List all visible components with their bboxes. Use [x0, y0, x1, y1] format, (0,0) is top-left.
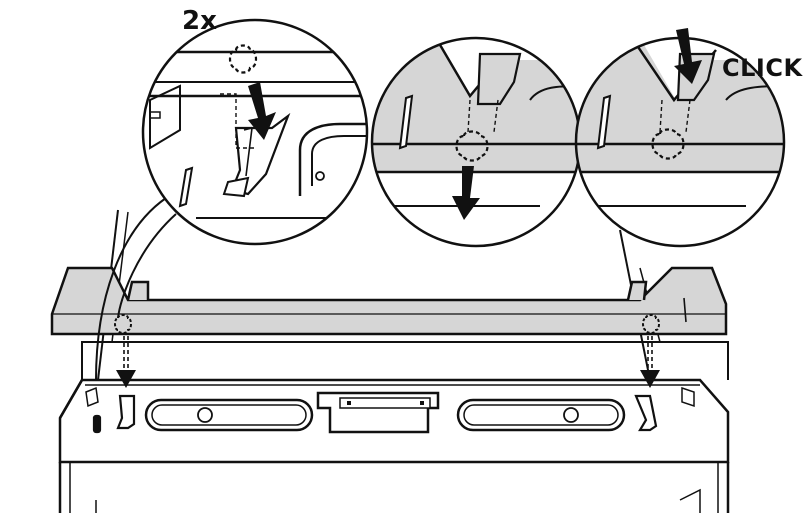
- dashed-clip-icon: [455, 130, 489, 162]
- down-arrow-icon: [248, 82, 276, 140]
- top-rail: [50, 266, 728, 336]
- detail-circle-2: [370, 36, 582, 248]
- down-arrow-icon: [116, 370, 136, 388]
- down-arrow-icon: [640, 370, 660, 388]
- quantity-label: 2x: [182, 6, 217, 36]
- guide-left: [123, 336, 129, 372]
- cabinet-slot-left: [85, 386, 136, 434]
- callout-leader: [95, 197, 177, 381]
- rail-clip-right: [642, 314, 660, 334]
- cabinet-slot-right: [634, 386, 695, 432]
- click-label: CLICK: [722, 54, 803, 82]
- rail-clip-left: [114, 314, 132, 334]
- dashed-clip-icon: [228, 44, 258, 74]
- cabinet-handle-left: [144, 398, 314, 432]
- detail-circle-1: [141, 18, 369, 246]
- frame-uprights: [97, 209, 661, 381]
- cabinet-center-plate: [316, 391, 440, 434]
- down-arrow-icon: [674, 28, 702, 84]
- cabinet-handle-right: [456, 398, 626, 432]
- detail-circle-3: [574, 28, 786, 248]
- guide-right: [647, 336, 653, 372]
- down-arrow-icon: [452, 166, 480, 220]
- dashed-clip-icon: [651, 128, 685, 160]
